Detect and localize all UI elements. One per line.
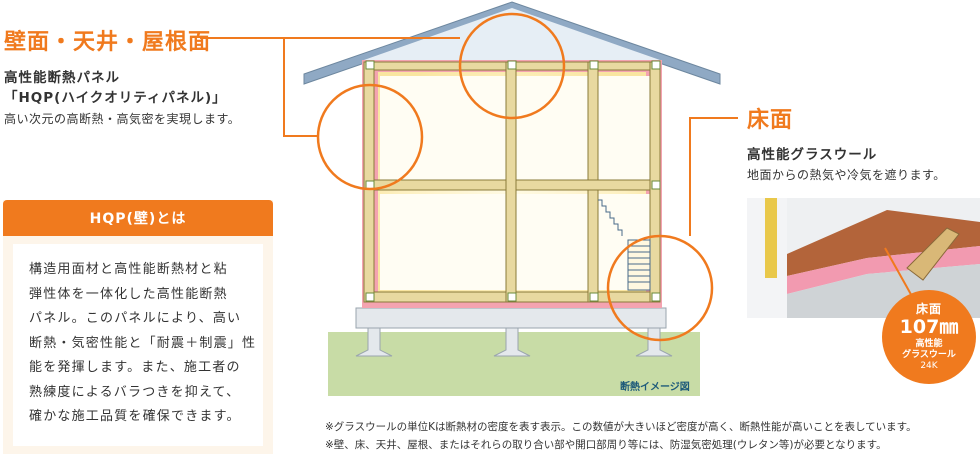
footnotes: ※グラスウールの単位Kは断熱材の密度を表す表示。この数値が大きいほど密度が高く、… xyxy=(325,418,917,454)
badge-density: 24K xyxy=(920,361,938,371)
wall-description: 高い次元の高断熱・高気密を実現します。 xyxy=(4,112,241,126)
footnote: ※壁、床、天井、屋根、またはそれらの取り合い部や開口部周り等には、防湿気密処理(… xyxy=(325,439,887,451)
floor-highlight-circle xyxy=(606,234,714,342)
floor-spec-badge: 床面 107㎜ 高性能 グラスウール 24K xyxy=(882,290,976,384)
badge-label: 床面 xyxy=(915,302,942,316)
wall-product-name: 「HQP(ハイクオリティパネル)」 xyxy=(4,90,227,106)
stairs xyxy=(598,199,651,291)
badge-material-line1: 高性能 xyxy=(915,339,943,349)
hqp-line: 弾性体を一体化した高性能断熱 xyxy=(29,286,228,302)
hqp-line: パネル。このパネルにより、高い xyxy=(29,311,242,326)
hqp-box-title: HQP(壁)とは xyxy=(3,200,273,236)
hqp-info-box: HQP(壁)とは 構造用面材と高性能断熱材と粘 弾性体を一体化した高性能断熱 パ… xyxy=(3,200,273,454)
hqp-line: 熟練度によるバラつきを抑えて、 xyxy=(29,384,241,400)
wall-heading: 壁面・天井・屋根面 xyxy=(4,30,212,55)
footnote: ※グラスウールの単位Kは断熱材の密度を表す表示。この数値が大きいほど密度が高く、… xyxy=(325,421,917,433)
badge-thickness: 107㎜ xyxy=(899,316,959,338)
hqp-line: 構造用面材と高性能断熱材と粘 xyxy=(29,262,228,277)
floor-subheading: 高性能グラスウール xyxy=(747,147,878,163)
roof xyxy=(303,1,721,85)
floor-heading: 床面 xyxy=(747,108,794,133)
frame-joints xyxy=(365,60,661,302)
leader-lines xyxy=(200,37,738,236)
hqp-line: 断熱・気密性能と「耐震＋制震」性 xyxy=(29,335,257,351)
diagram-caption: 断熱イメージ図 xyxy=(620,382,690,393)
badge-material-line2: グラスウール xyxy=(902,350,956,360)
wall-subheading: 高性能断熱パネル xyxy=(4,70,120,86)
hqp-line: 確かな施工品質を確保できます。 xyxy=(29,409,241,424)
hqp-line: 能を発揮します。また、施工者の xyxy=(29,360,241,375)
hqp-box-body: 構造用面材と高性能断熱材と粘 弾性体を一体化した高性能断熱 パネル。このパネルに… xyxy=(13,244,263,446)
roof-highlight-circle xyxy=(458,12,566,120)
floor-description: 地面からの熱気や冷気を遮ります。 xyxy=(747,168,946,182)
